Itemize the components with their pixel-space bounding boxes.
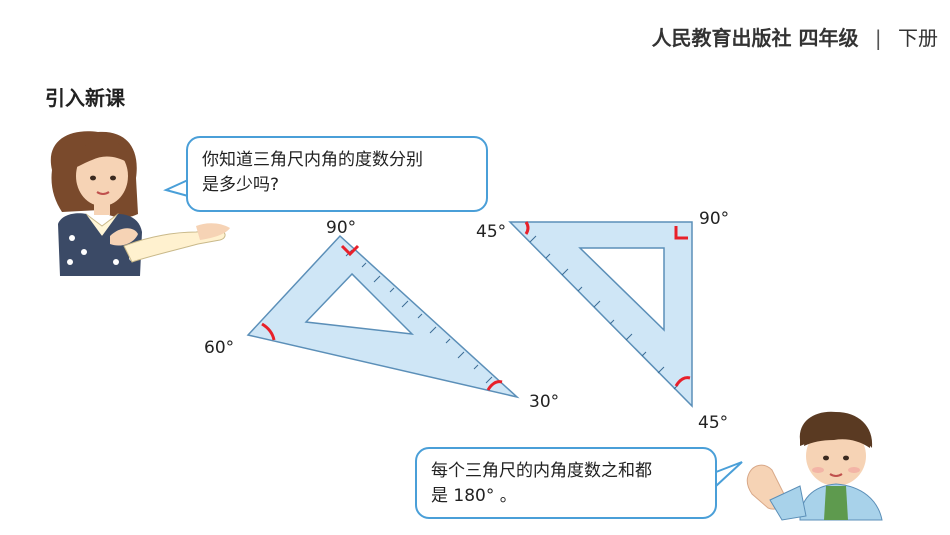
speech-bubble-girl: 你知道三角尺内角的度数分别 是多少吗?: [186, 136, 488, 212]
bubble-boy-tail: [715, 461, 743, 487]
bubble-boy-line-2: 是 180° 。: [431, 486, 517, 506]
header-separator: |: [874, 26, 882, 50]
bubble-girl-line-2: 是多少吗?: [202, 175, 280, 195]
boy-illustration: [746, 411, 883, 521]
angle-label-30: 30°: [529, 392, 560, 412]
speech-bubble-boy: 每个三角尺的内角度数之和都 是 180° 。: [415, 447, 717, 519]
angle-label-90-a: 90°: [326, 218, 357, 238]
girl-illustration: [50, 131, 230, 276]
volume-label: 下册: [898, 26, 938, 50]
publisher-label: 人民教育出版社 四年级: [651, 26, 859, 50]
angle-label-90-b: 90°: [699, 209, 730, 229]
triangle-ruler-45-45-90: [508, 221, 693, 408]
angle-label-45-a: 45°: [476, 222, 507, 242]
section-title: 引入新课: [45, 86, 125, 110]
angle-label-60: 60°: [204, 338, 235, 358]
bubble-girl-line-1: 你知道三角尺内角的度数分别: [202, 150, 423, 170]
bubble-boy-line-1: 每个三角尺的内角度数之和都: [431, 461, 652, 481]
header: 人民教育出版社 四年级 | 下册: [652, 22, 938, 51]
angle-label-45-b: 45°: [698, 413, 729, 433]
bubble-girl-tail: [163, 179, 189, 197]
triangle-ruler-30-60-90: [246, 234, 520, 399]
